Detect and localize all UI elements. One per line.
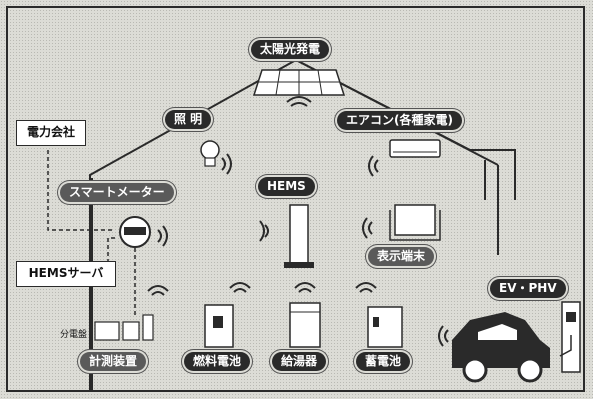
light-bulb-icon <box>200 140 220 167</box>
ev-charger-icon <box>559 301 581 373</box>
display-terminal-icon <box>389 204 441 241</box>
distribution-board-icon <box>94 314 154 341</box>
smart-meter-icon <box>119 216 151 248</box>
label-hems-server: HEMSサーバ <box>16 261 116 287</box>
label-measurement: 計測装置 <box>80 352 147 371</box>
battery-icon <box>367 306 403 348</box>
label-solar: 太陽光発電 <box>251 40 330 59</box>
label-fuel-cell: 燃料電池 <box>184 352 251 371</box>
outer-frame <box>6 6 585 392</box>
ev-car-icon <box>452 312 550 383</box>
wireless-signal-icon <box>147 96 449 347</box>
solar-panel-icon <box>252 69 346 96</box>
hems-controller-icon <box>284 204 314 268</box>
dashed-line-server-meter <box>107 237 118 270</box>
air-conditioner-icon <box>389 139 441 158</box>
label-smart-meter: スマートメーター <box>60 183 174 202</box>
label-battery: 蓄電池 <box>356 352 411 371</box>
dashed-line-company-meter <box>47 150 115 231</box>
label-lighting: 照 明 <box>165 110 212 129</box>
label-hems: HEMS <box>258 177 315 196</box>
label-water-heater: 給湯器 <box>272 352 327 371</box>
water-heater-icon <box>289 302 321 348</box>
label-aircon: エアコン(各種家電) <box>337 111 462 130</box>
label-power-company: 電力会社 <box>16 120 86 146</box>
label-distribution-board: 分電盤 <box>60 330 88 340</box>
fuel-cell-icon <box>204 304 234 348</box>
label-display: 表示端末 <box>368 247 435 266</box>
label-ev: EV・PHV <box>490 279 566 298</box>
